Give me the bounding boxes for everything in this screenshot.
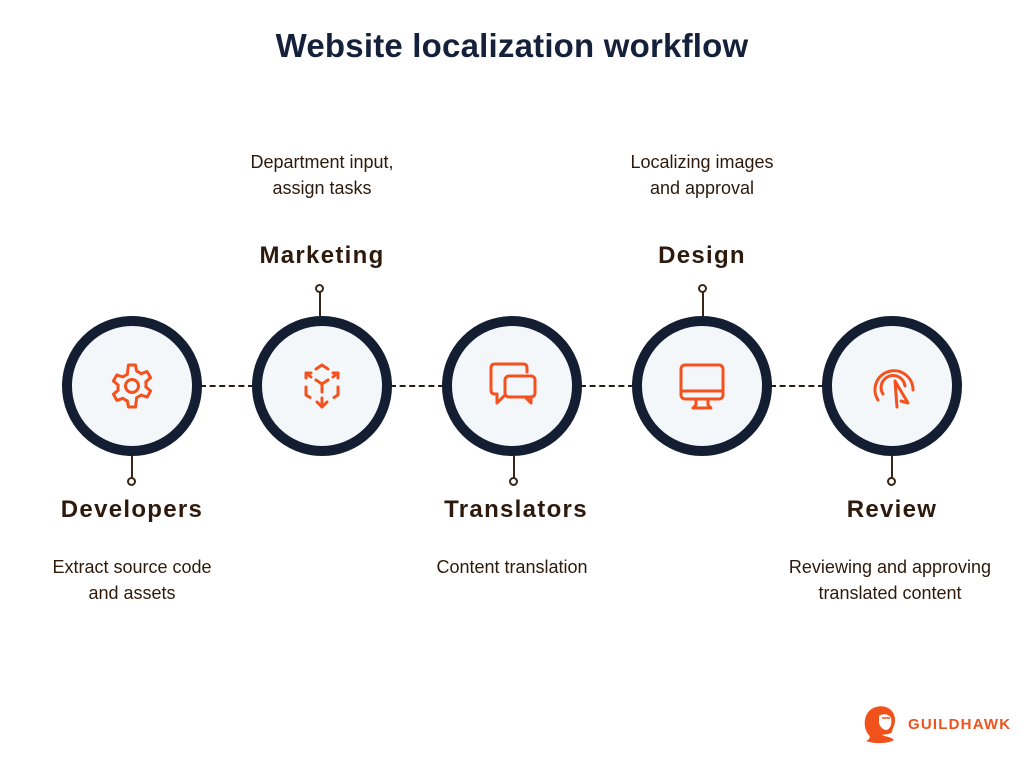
step-node [62, 316, 202, 456]
step-label: Design [658, 242, 746, 269]
gear-icon [111, 363, 153, 409]
step-label: Review [846, 496, 938, 523]
stem [513, 456, 515, 478]
step-node [442, 316, 582, 456]
stem [131, 456, 133, 478]
step-description: Content translation [436, 557, 588, 577]
stem [702, 291, 704, 316]
pin [127, 477, 136, 486]
brand-name: GUILDHAWK [908, 715, 1012, 733]
diagram-title: Website localization workflow [275, 27, 749, 64]
step-description: Reviewing and approving translated conte… [788, 557, 992, 603]
step-label: Developers [60, 496, 204, 523]
stem [891, 456, 893, 478]
pin [509, 477, 518, 486]
connector-1-2 [200, 385, 254, 387]
step-node [822, 316, 962, 456]
step-label: Translators [444, 496, 588, 523]
chat-bubbles-icon [489, 362, 537, 405]
connector-2-3 [390, 385, 444, 387]
pointer-click-icon [873, 369, 915, 409]
pin [887, 477, 896, 486]
brand-logo: GUILDHAWK [862, 704, 1011, 744]
step-description: Department input, assign tasks [250, 152, 394, 198]
connector-3-4 [580, 385, 634, 387]
step-node [252, 316, 392, 456]
connector-4-5 [770, 385, 824, 387]
step-node [632, 316, 772, 456]
step-description: Localizing images and approval [630, 152, 774, 198]
monitor-icon [679, 363, 725, 410]
step-label: Marketing [259, 242, 385, 269]
guildhawk-logo-icon [864, 706, 895, 744]
step-description: Extract source code and assets [52, 557, 212, 603]
3d-cube-expand-icon [304, 363, 340, 409]
stem [319, 291, 321, 316]
